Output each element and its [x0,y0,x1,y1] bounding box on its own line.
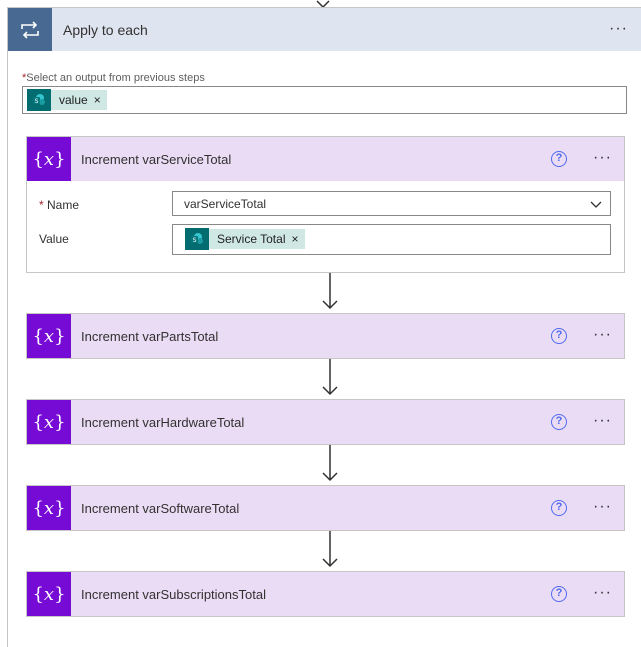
value-field-label: Value [39,232,69,246]
more-options-button[interactable]: ··· [593,498,612,515]
help-icon[interactable]: ? [551,586,567,602]
svg-text:{𝑥}: {𝑥} [33,498,65,519]
svg-text:S: S [35,98,39,105]
increment-variable-card: {𝑥} Increment varServiceTotal ? ··· * Na… [26,136,625,273]
increment-variable-card: {𝑥} Increment varHardwareTotal ? ··· [26,399,625,445]
svg-text:S: S [193,237,197,244]
increment-variable-card: {𝑥} Increment varSoftwareTotal ? ··· [26,485,625,531]
card-body: * Name varServiceTotal Value S [27,181,624,272]
card-title: Increment varSoftwareTotal [81,500,240,516]
variable-icon: {𝑥} [27,137,71,181]
svg-text:{𝑥}: {𝑥} [33,584,65,605]
help-icon[interactable]: ? [551,151,567,167]
card-header[interactable]: {𝑥} Increment varSubscriptionsTotal ? ··… [27,572,624,616]
chevron-down-icon [590,201,602,208]
connector-arrow-icon [322,359,338,396]
sharepoint-icon: S [185,228,209,250]
more-options-button[interactable]: ··· [593,326,612,343]
select-output-input[interactable]: S value × [22,86,627,114]
variable-icon: {𝑥} [27,314,71,358]
help-icon[interactable]: ? [551,328,567,344]
svg-text:{𝑥}: {𝑥} [33,326,65,347]
increment-variable-card: {𝑥} Increment varPartsTotal ? ··· [26,313,625,359]
more-options-button[interactable]: ··· [593,584,612,601]
svg-text:{𝑥}: {𝑥} [33,149,65,170]
token-remove-icon[interactable]: × [93,93,101,107]
token-remove-icon[interactable]: × [291,232,299,246]
card-title: Increment varHardwareTotal [81,414,245,430]
card-header[interactable]: {𝑥} Increment varSoftwareTotal ? ··· [27,486,624,530]
card-header[interactable]: {𝑥} Increment varPartsTotal ? ··· [27,314,624,358]
connector-arrow-icon [322,445,338,482]
value-input[interactable]: S Service Total × [172,224,611,255]
sharepoint-icon: S [27,89,51,111]
increment-variable-card: {𝑥} Increment varSubscriptionsTotal ? ··… [26,571,625,617]
card-header[interactable]: {𝑥} Increment varServiceTotal ? ··· [27,137,624,181]
card-title: Increment varSubscriptionsTotal [81,586,266,602]
token-label: value [59,93,88,107]
connector-arrow-icon [322,273,338,310]
more-options-button[interactable]: ··· [593,412,612,429]
variable-icon: {𝑥} [27,400,71,444]
service-total-token[interactable]: S Service Total × [185,228,305,250]
more-options-button[interactable]: ··· [593,149,612,166]
card-title: Increment varPartsTotal [81,328,219,344]
apply-to-each-container: Apply to each ··· *Select an output from… [7,7,641,647]
apply-to-each-title: Apply to each [63,21,148,38]
card-header[interactable]: {𝑥} Increment varHardwareTotal ? ··· [27,400,624,444]
help-icon[interactable]: ? [551,500,567,516]
name-field-label: * Name [39,198,80,212]
token-label: Service Total [217,232,286,246]
connector-arrow-icon [322,531,338,568]
apply-more-options-button[interactable]: ··· [609,20,628,37]
value-token[interactable]: S value × [27,89,107,111]
help-icon[interactable]: ? [551,414,567,430]
name-dropdown-value: varServiceTotal [184,197,267,211]
variable-icon: {𝑥} [27,572,71,616]
loop-icon [8,8,52,51]
apply-to-each-header[interactable]: Apply to each ··· [8,8,641,51]
required-marker: * [22,72,27,84]
variable-icon: {𝑥} [27,486,71,530]
name-dropdown[interactable]: varServiceTotal [172,191,611,216]
card-title: Increment varServiceTotal [81,151,232,167]
svg-text:{𝑥}: {𝑥} [33,412,65,433]
select-output-label: *Select an output from previous steps [22,72,205,84]
